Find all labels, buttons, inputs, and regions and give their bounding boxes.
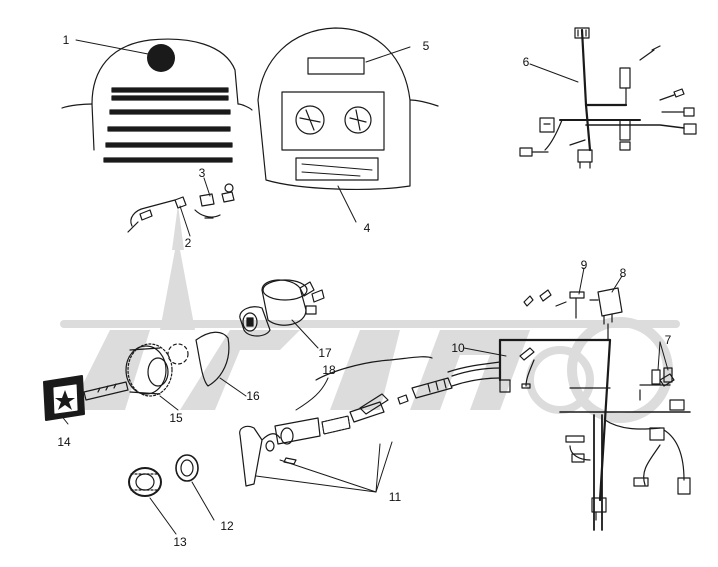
gauge-left <box>295 105 325 135</box>
callout-16: 16 <box>246 389 260 403</box>
hood-louvers <box>103 87 233 163</box>
key-part-14 <box>43 375 129 421</box>
callout-5: 5 <box>423 39 430 53</box>
callout-13: 13 <box>173 535 187 549</box>
decal-part-5 <box>307 57 365 75</box>
nut-part-13 <box>128 467 162 497</box>
callout-9: 9 <box>581 258 588 272</box>
callout-8: 8 <box>620 266 627 280</box>
callout-3: 3 <box>199 166 206 180</box>
fuse-part-9 <box>523 289 585 319</box>
callout-17: 17 <box>318 346 332 360</box>
relay-part-8 <box>589 287 623 341</box>
ignition-switch-part-17 <box>239 279 325 337</box>
wiring-harness-part-10 <box>498 338 691 531</box>
callout-15: 15 <box>169 411 183 425</box>
dash-panel-assembly <box>257 27 439 190</box>
callout-1: 1 <box>63 33 70 47</box>
callout-labels: 1 2 3 4 5 6 7 8 9 10 11 12 13 14 15 16 1… <box>57 33 671 549</box>
gauge-right <box>344 106 372 134</box>
hood-emblem-circle <box>147 44 175 72</box>
decal-part-4 <box>295 157 379 181</box>
watermark-logo <box>60 205 680 423</box>
wiring-harness-part-6 <box>519 27 697 169</box>
wire-lead-part-18 <box>315 356 501 399</box>
connector-part-7 <box>639 367 673 386</box>
switch-part-3 <box>199 183 235 219</box>
callout-6: 6 <box>523 55 530 69</box>
callout-10: 10 <box>451 341 465 355</box>
callout-4: 4 <box>364 221 371 235</box>
washer-part-12 <box>175 454 199 482</box>
callout-7: 7 <box>665 333 672 347</box>
callout-2: 2 <box>185 236 192 250</box>
bezel-part-16 <box>195 331 230 387</box>
switch-wire-part-2 <box>127 196 221 233</box>
callout-14: 14 <box>57 435 71 449</box>
switch-assembly-part-11 <box>239 393 409 487</box>
callout-11: 11 <box>389 490 402 504</box>
hood-left-assembly <box>61 38 253 233</box>
leader-lines <box>59 39 669 535</box>
callout-18: 18 <box>322 363 336 377</box>
callout-12: 12 <box>220 519 234 533</box>
collar-part-15 <box>125 343 189 397</box>
